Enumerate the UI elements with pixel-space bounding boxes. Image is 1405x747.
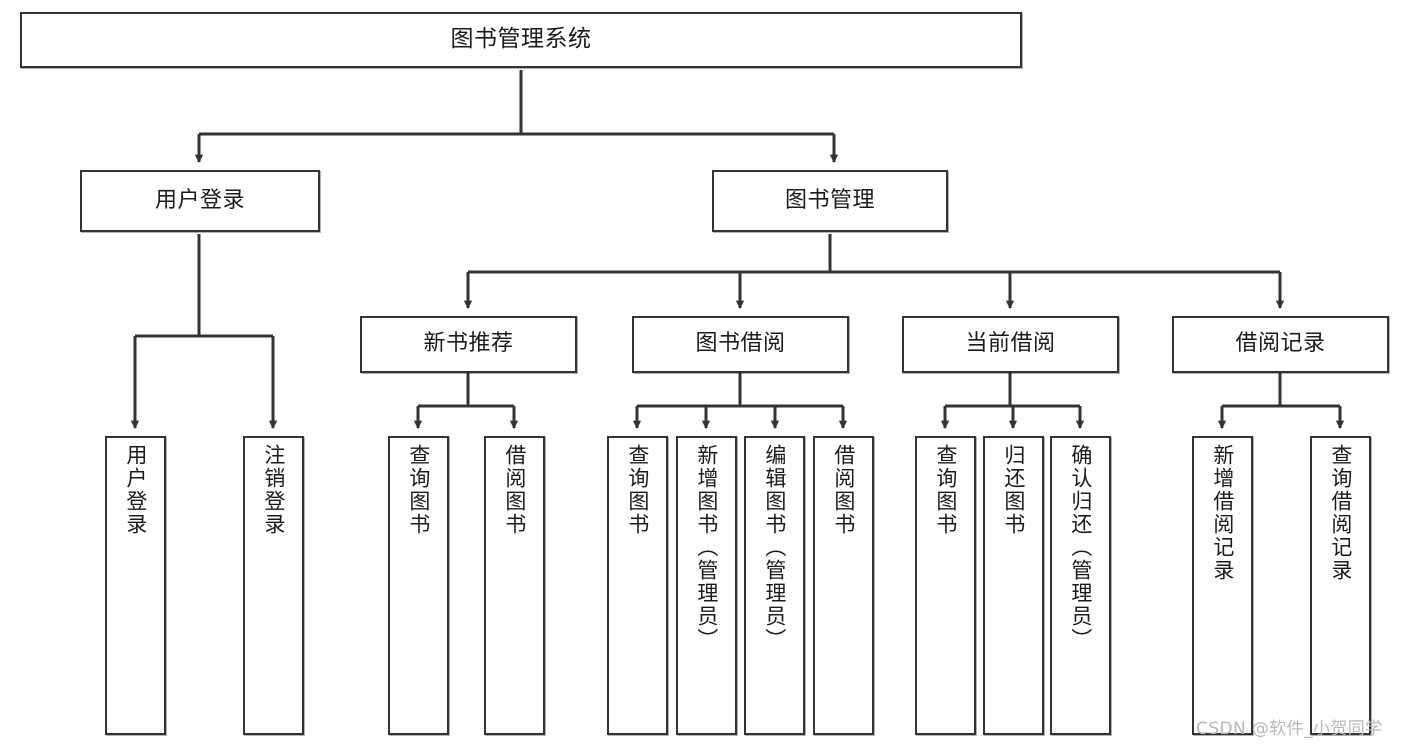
node-leaf-user-login[interactable]: 用户登录 — [105, 436, 166, 735]
node-label: 借阅图书 — [831, 444, 856, 536]
node-label: 新增图书（管理员） — [694, 444, 719, 651]
node-label: 确认归还（管理员） — [1068, 444, 1093, 651]
node-label: 注销登录 — [261, 444, 286, 536]
node-label: 编辑图书（管理员） — [762, 444, 787, 651]
node-label: 借阅记录 — [1235, 331, 1326, 357]
node-leaf-add-record[interactable]: 新增借阅记录 — [1192, 436, 1253, 735]
node-label: 查询借阅记录 — [1328, 444, 1353, 582]
node-label: 用户登录 — [154, 187, 245, 213]
node-leaf-add-book[interactable]: 新增图书（管理员） — [676, 436, 737, 735]
node-leaf-query-record[interactable]: 查询借阅记录 — [1310, 436, 1371, 735]
csdn-watermark: CSDN @软件_小贺同学 — [1196, 719, 1383, 739]
node-leaf-edit-book[interactable]: 编辑图书（管理员） — [744, 436, 805, 735]
node-leaf-borrow-book-1[interactable]: 借阅图书 — [484, 436, 545, 735]
node-label: 图书管理系统 — [450, 26, 592, 53]
node-leaf-return-book[interactable]: 归还图书 — [983, 436, 1044, 735]
node-label: 归还图书 — [1001, 444, 1026, 536]
node-leaf-user-logout[interactable]: 注销登录 — [243, 436, 304, 735]
node-new-book-recommend[interactable]: 新书推荐 — [360, 316, 577, 373]
node-root-book-management-system[interactable]: 图书管理系统 — [20, 12, 1022, 68]
node-book-management[interactable]: 图书管理 — [712, 170, 948, 232]
node-label: 查询图书 — [933, 444, 958, 536]
node-leaf-query-book-2[interactable]: 查询图书 — [607, 436, 668, 735]
node-borrow-record[interactable]: 借阅记录 — [1172, 316, 1389, 373]
node-leaf-query-book-3[interactable]: 查询图书 — [915, 436, 976, 735]
node-leaf-query-book-1[interactable]: 查询图书 — [388, 436, 449, 735]
node-leaf-confirm-return[interactable]: 确认归还（管理员） — [1050, 436, 1111, 735]
node-label: 当前借阅 — [965, 331, 1056, 357]
node-label: 借阅图书 — [502, 444, 527, 536]
node-label: 用户登录 — [123, 444, 148, 536]
node-label: 新书推荐 — [423, 331, 514, 357]
node-label: 新增借阅记录 — [1210, 444, 1235, 582]
node-user-login[interactable]: 用户登录 — [80, 170, 320, 232]
node-book-borrow[interactable]: 图书借阅 — [632, 316, 849, 373]
node-label: 查询图书 — [406, 444, 431, 536]
node-label: 查询图书 — [625, 444, 650, 536]
node-label: 图书借阅 — [695, 331, 786, 357]
node-current-borrow[interactable]: 当前借阅 — [902, 316, 1119, 373]
node-leaf-borrow-book-2[interactable]: 借阅图书 — [813, 436, 874, 735]
node-label: 图书管理 — [784, 187, 875, 213]
